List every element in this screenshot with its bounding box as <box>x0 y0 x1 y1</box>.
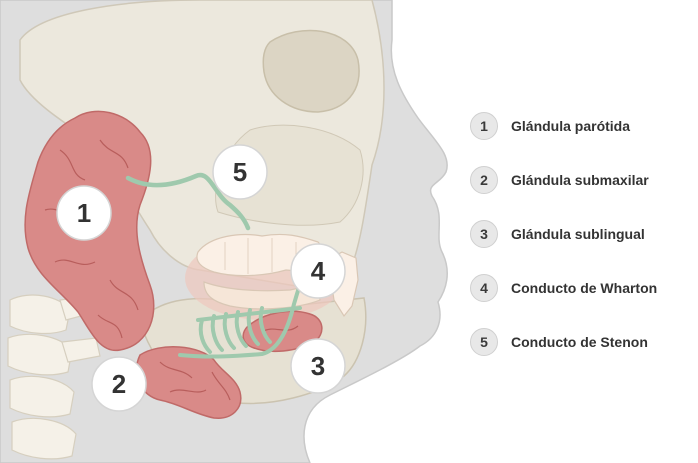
marker-4: 4 <box>291 244 345 298</box>
legend-number-2: 2 <box>470 166 498 194</box>
marker-1: 1 <box>57 186 111 240</box>
legend-item-2: 2 Glándula submaxilar <box>470 164 649 196</box>
marker-3: 3 <box>291 339 345 393</box>
legend-item-4: 4 Conducto de Wharton <box>470 272 657 304</box>
marker-5: 5 <box>213 145 267 199</box>
legend-label-3: Glándula sublingual <box>511 226 645 242</box>
legend-item-1: 1 Glándula parótida <box>470 110 630 142</box>
marker-4-label: 4 <box>311 256 326 286</box>
marker-1-label: 1 <box>77 198 91 228</box>
legend-label-1: Glándula parótida <box>511 118 630 134</box>
legend-number-5: 5 <box>470 328 498 356</box>
legend-label-5: Conducto de Stenon <box>511 334 648 350</box>
legend-item-5: 5 Conducto de Stenon <box>470 326 648 358</box>
legend-label-2: Glándula submaxilar <box>511 172 649 188</box>
marker-2-label: 2 <box>112 369 126 399</box>
marker-3-label: 3 <box>311 351 325 381</box>
legend-label-4: Conducto de Wharton <box>511 280 657 296</box>
legend-number-4: 4 <box>470 274 498 302</box>
marker-5-label: 5 <box>233 157 247 187</box>
legend-number-3: 3 <box>470 220 498 248</box>
legend-item-3: 3 Glándula sublingual <box>470 218 645 250</box>
marker-2: 2 <box>92 357 146 411</box>
legend-number-1: 1 <box>470 112 498 140</box>
